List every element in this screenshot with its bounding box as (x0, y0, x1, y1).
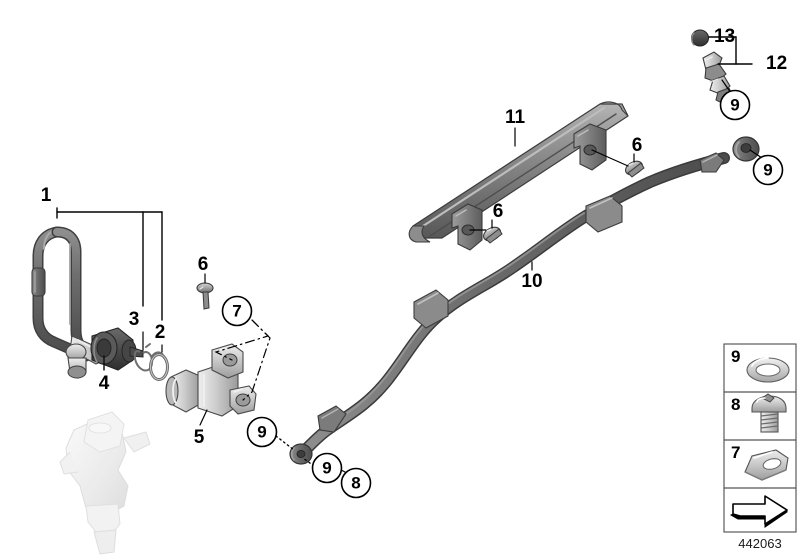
callout-4: 4 (99, 373, 110, 394)
part-fuel-rail-cover (408, 101, 629, 251)
callout-9-hose-lower: 9 (322, 459, 331, 478)
callout-8: 8 (351, 474, 360, 493)
callout-3: 3 (129, 309, 140, 330)
callout-10: 10 (521, 271, 542, 292)
hose-ferrule-upper (699, 152, 725, 173)
callout-13: 13 (714, 26, 735, 47)
part-mounting-bolt-left (196, 282, 214, 310)
callout-5: 5 (194, 427, 205, 448)
callout-1: 1 (41, 185, 52, 206)
rail-mount-tab-right (573, 123, 607, 171)
hose-clip-lower (413, 289, 449, 329)
hose-banjo-end-lower (289, 443, 313, 465)
direction-arrow-icon (729, 495, 788, 528)
callout-9-hose-upper: 9 (763, 161, 772, 180)
callout-6-left: 6 (198, 254, 209, 275)
callout-8-circle: 8 (340, 467, 372, 499)
callout-2: 2 (155, 322, 166, 343)
callout-11: 11 (505, 107, 526, 128)
hose-banjo-end-upper (732, 136, 760, 162)
diagram-number: 442063 (738, 536, 781, 551)
callout-9-hose-upper-circle: 9 (752, 154, 784, 186)
callout-layer: 1 2 3 4 5 6 6 6 7 8 9 9 (41, 26, 787, 499)
callout-6-upper-rail: 6 (632, 135, 643, 156)
legend-icon-banjo-bolt (751, 393, 787, 433)
callout-9-valve-circle: 9 (719, 89, 751, 121)
hose-clip-upper (585, 195, 623, 233)
callout-9-injector-circle: 9 (246, 416, 278, 448)
part-rubber-sleeve (90, 327, 144, 371)
part-injector-valve (165, 343, 257, 417)
legend-icon-retaining-clamp (744, 449, 789, 481)
callout-7-circle: 7 (221, 295, 253, 327)
part-o-ring (149, 353, 169, 381)
callout-9-valve: 9 (730, 96, 739, 115)
callout-6-lower-rail: 6 (493, 201, 504, 222)
legend-box-arrow (723, 487, 797, 533)
callout-12: 12 (766, 53, 787, 74)
callout-7: 7 (232, 302, 241, 321)
rail-mount-tab-left (451, 203, 483, 251)
hose-ferrule-lower (317, 405, 347, 433)
part-mounting-bolt-lower-rail (483, 226, 503, 244)
part-fuel-hose-line (289, 136, 760, 465)
part-mounting-bolt-upper-rail (625, 160, 645, 178)
callout-9-hose-lower-circle: 9 (311, 452, 343, 484)
legend-panel: 9 8 7 (723, 343, 797, 551)
ghost-reference-component (59, 411, 151, 555)
legend-icon-sealing-ring (746, 357, 790, 383)
callout-9-injector: 9 (257, 423, 266, 442)
legend-number-9: 9 (731, 347, 740, 366)
leader-lines (56, 36, 763, 473)
legend-number-8: 8 (731, 395, 740, 414)
legend-number-7: 7 (731, 443, 740, 462)
